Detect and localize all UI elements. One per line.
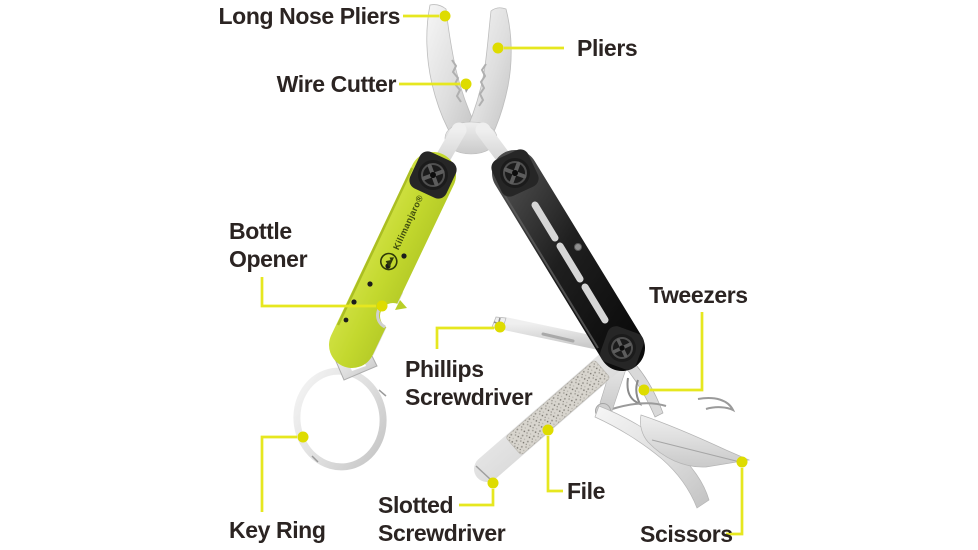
callout-dot-pliers [492,42,504,54]
black-handle-highlight [504,195,599,349]
ring-seam-top [378,389,387,397]
callout-dot-long-nose-pliers [439,10,451,22]
callout-dot-file [542,424,554,436]
pliers-head [425,4,523,183]
pliers-jaw [465,7,512,141]
jaw-serrations-right [478,63,487,107]
pivot-screw-right [491,149,539,197]
callout-line-file [546,436,563,493]
callout-line-scissors [726,468,744,536]
label-scissors: Scissors [640,520,733,547]
label-phillips-screwdriver: Phillips Screwdriver [405,355,533,410]
scissors-upper-blade [640,414,751,468]
scissors-tool [594,350,751,509]
callout-dot-wire-cutter [460,78,472,90]
label-slotted-screwdriver: Slotted Screwdriver [378,491,506,546]
callouts [260,14,744,536]
callout-dots [297,10,748,489]
callout-line-slotted [459,489,495,507]
black-handle [492,150,645,371]
mountain-icon [385,257,395,268]
callout-dot-scissors [736,456,748,468]
handle-pin [574,243,582,251]
bottle-opener-hook [395,300,407,310]
label-file: File [567,477,606,504]
scissor-spring-wire [611,397,736,413]
file-texture [506,360,610,455]
label-bottle-opener: Bottle Opener [229,217,308,272]
file-tool [474,344,629,482]
green-edge-dark [336,167,414,326]
label-tweezers: Tweezers [649,281,748,308]
label-wire-cutter: Wire Cutter [276,70,397,97]
phillips-nail-nick [541,332,575,343]
callout-dot-slotted [487,477,499,489]
callout-dot-bottle-opener [376,300,388,312]
callout-line-phillips [435,326,494,349]
handle-slot-2 [556,242,584,283]
callout-line-bottle-opener [260,277,376,308]
callout-dot-phillips [494,321,506,333]
callout-dot-tweezers [638,384,650,396]
callout-line-tweezers [650,312,704,392]
green-handle: Kilimanjaro® [329,152,456,368]
ring-seam-bottom [311,455,319,463]
slotted-tip-edge [475,465,491,480]
bottle-opener-notch [380,303,406,329]
label-key-ring: Key Ring [229,516,326,543]
handle-slot-1 [531,201,559,242]
handle-slot-3 [581,283,609,324]
pivot-screw-left [409,151,457,199]
split-ring [293,367,387,471]
brand-logo-emblem [379,252,398,271]
long-nose-jaw [426,4,478,139]
callout-dot-key-ring [297,431,309,443]
label-pliers: Pliers [577,34,638,61]
tool-pivot-screw [600,326,644,370]
label-long-nose-pliers: Long Nose Pliers [218,2,401,29]
scissors-blade-edge [651,439,741,463]
jaw-serrations-left [451,59,462,103]
callout-line-key-ring [260,435,297,512]
spring-hook-wire [626,377,643,406]
